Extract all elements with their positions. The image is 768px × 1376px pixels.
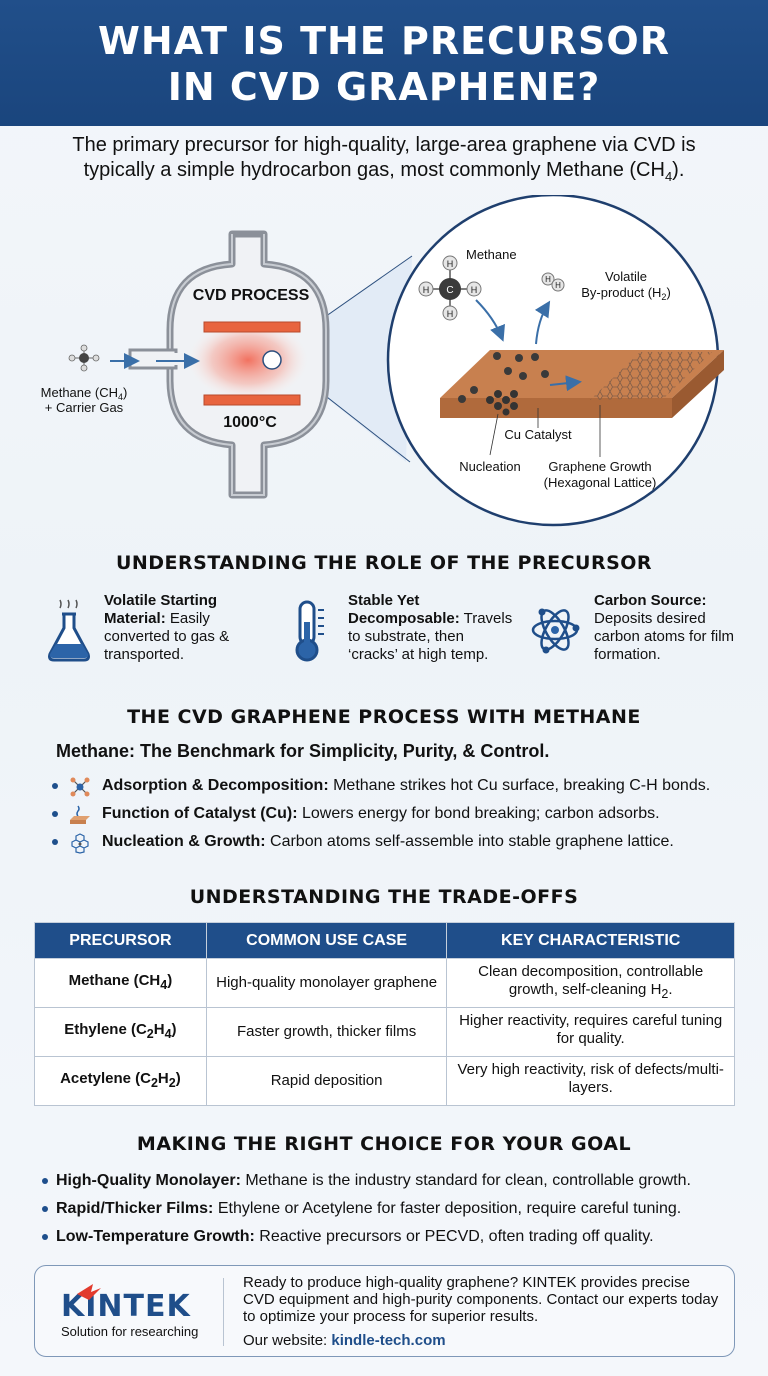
process-subhead: Methane: The Benchmark for Simplicity, P… xyxy=(56,741,550,761)
role-item-volatile: Volatile Starting Material: Easily conve… xyxy=(44,592,264,682)
growth-label-line2: (Hexagonal Lattice) xyxy=(544,475,657,490)
methane-down-arrow xyxy=(475,299,505,342)
temperature-label: 1000°C xyxy=(223,414,277,431)
hot-zone-glow xyxy=(188,320,308,400)
zoom-cone xyxy=(272,256,412,462)
molecule-icon xyxy=(70,777,90,797)
svg-text:H: H xyxy=(447,309,454,319)
choice-section-title: MAKING THE RIGHT CHOICE FOR YOUR GOAL xyxy=(136,1133,632,1155)
table-header-row: PRECURSOR COMMON USE CASE KEY CHARACTERI… xyxy=(34,922,735,959)
process-section-title: THE CVD GRAPHENE PROCESS WITH METHANE xyxy=(127,706,641,728)
role-section-title: UNDERSTANDING THE ROLE OF THE PRECURSOR xyxy=(115,552,653,574)
zoom-circle-small xyxy=(262,350,282,370)
table-row: Methane (CH4) High-quality monolayer gra… xyxy=(34,958,735,1008)
inlet-methane-molecule-icon xyxy=(68,344,100,372)
tradeoffs-table: PRECURSOR COMMON USE CASE KEY CHARACTERI… xyxy=(34,922,735,1106)
nucleation-label: Nucleation xyxy=(459,459,520,474)
nucleation-pointer xyxy=(489,413,499,456)
table-row: Ethylene (C2H4) Faster growth, thicker f… xyxy=(34,1007,735,1057)
tradeoffs-section-title: UNDERSTANDING THE TRADE-OFFS xyxy=(189,886,579,908)
footer-website: Our website: kindle-tech.com xyxy=(243,1332,446,1349)
svg-text:H: H xyxy=(545,275,551,284)
table-cell: Clean decomposition, controllable growth… xyxy=(446,958,735,1008)
methane-label: Methane xyxy=(466,247,517,262)
footer-divider xyxy=(223,1278,224,1346)
cu-catalyst-slab xyxy=(440,350,724,418)
svg-text:H: H xyxy=(447,259,454,269)
table-cell: Higher reactivity, requires careful tuni… xyxy=(446,1007,735,1057)
kintek-logo: KINTEK Solution for researching xyxy=(61,1284,198,1339)
brand-mark xyxy=(77,1284,101,1300)
choice-list: High-Quality Monolayer: Methane is the i… xyxy=(40,1170,760,1254)
list-item: Nucleation & Growth: Carbon atoms self-a… xyxy=(48,831,748,859)
role-item-stable: Stable Yet Decomposable: Travels to subs… xyxy=(288,592,512,682)
table-cell: Ethylene (C2H4) xyxy=(34,1007,207,1057)
inlet-label: Methane (CH4) xyxy=(41,385,128,402)
column-header: COMMON USE CASE xyxy=(205,922,448,959)
column-header: KEY CHARACTERISTIC xyxy=(446,922,735,959)
website-link[interactable]: kindle-tech.com xyxy=(331,1332,446,1349)
bullet-dot xyxy=(42,1234,48,1240)
table-cell: Methane (CH4) xyxy=(34,958,207,1008)
bullet-dot xyxy=(52,839,58,845)
svg-text:H: H xyxy=(423,285,430,295)
methane-molecule-icon: C H H H H xyxy=(418,255,482,321)
page-header: WHAT IS THE PRECURSOR IN CVD GRAPHENE? xyxy=(0,0,768,126)
table-cell: High-quality monolayer graphene xyxy=(205,958,448,1008)
list-item: Function of Catalyst (Cu): Lowers energy… xyxy=(48,803,748,831)
byproduct-up-arrow xyxy=(534,300,551,345)
cu-catalyst-label: Cu Catalyst xyxy=(504,427,572,442)
byproduct-label-line1: Volatile xyxy=(605,269,647,284)
bullet-dot xyxy=(52,783,58,789)
brand-tagline: Solution for researching xyxy=(61,1324,198,1339)
table-cell: Rapid deposition xyxy=(205,1056,448,1106)
table-cell: Acetylene (C2H2) xyxy=(34,1056,207,1106)
list-item: Rapid/Thicker Films: Ethylene or Acetyle… xyxy=(40,1198,760,1226)
svg-text:C: C xyxy=(446,285,453,296)
flask-icon xyxy=(48,599,90,662)
svg-text:H: H xyxy=(555,281,561,290)
table-row: Acetylene (C2H2) Rapid deposition Very h… xyxy=(34,1056,735,1106)
lattice-icon xyxy=(71,833,89,854)
intro-text: The primary precursor for high-quality, … xyxy=(72,134,696,184)
carbon-atoms xyxy=(458,352,549,403)
list-item: High-Quality Monolayer: Methane is the i… xyxy=(40,1170,760,1198)
atom-icon xyxy=(531,608,580,654)
list-item: Low-Temperature Growth: Reactive precurs… xyxy=(40,1226,760,1254)
hydrogen-molecule-icon: H H xyxy=(541,272,565,292)
process-bullets: Adsorption & Decomposition: Methane stri… xyxy=(48,775,748,859)
catalyst-icon xyxy=(70,805,90,824)
footer-cta: KINTEK Solution for researching Ready to… xyxy=(34,1265,735,1357)
heater-top xyxy=(203,321,301,333)
thermometer-icon xyxy=(295,600,324,662)
inlet-label-line2: + Carrier Gas xyxy=(45,400,124,415)
growth-arrow xyxy=(549,375,582,392)
table-cell: Faster growth, thicker films xyxy=(205,1007,448,1057)
bullet-dot xyxy=(42,1178,48,1184)
bullet-dot xyxy=(42,1206,48,1212)
list-item: Adsorption & Decomposition: Methane stri… xyxy=(48,775,748,803)
role-item-carbon: Carbon Source: Deposits desired carbon a… xyxy=(530,592,750,682)
footer-text: Ready to produce high-quality graphene? … xyxy=(243,1274,719,1325)
cvd-diagram: CVD PROCESS 1000°C Methane (CH4) + Carri… xyxy=(41,195,724,527)
reactor-label: CVD PROCESS xyxy=(193,287,310,304)
growth-label-line1: Graphene Growth xyxy=(548,459,651,474)
bullet-dot xyxy=(52,811,58,817)
heater-bottom xyxy=(203,394,301,406)
svg-text:H: H xyxy=(471,285,478,295)
table-cell: Very high reactivity, risk of defects/mu… xyxy=(446,1056,735,1106)
byproduct-label-line2: By-product (H2) xyxy=(581,285,671,302)
page-title: WHAT IS THE PRECURSOR IN CVD GRAPHENE? xyxy=(98,19,670,109)
column-header: PRECURSOR xyxy=(34,922,207,959)
nucleation-cluster xyxy=(486,390,518,416)
